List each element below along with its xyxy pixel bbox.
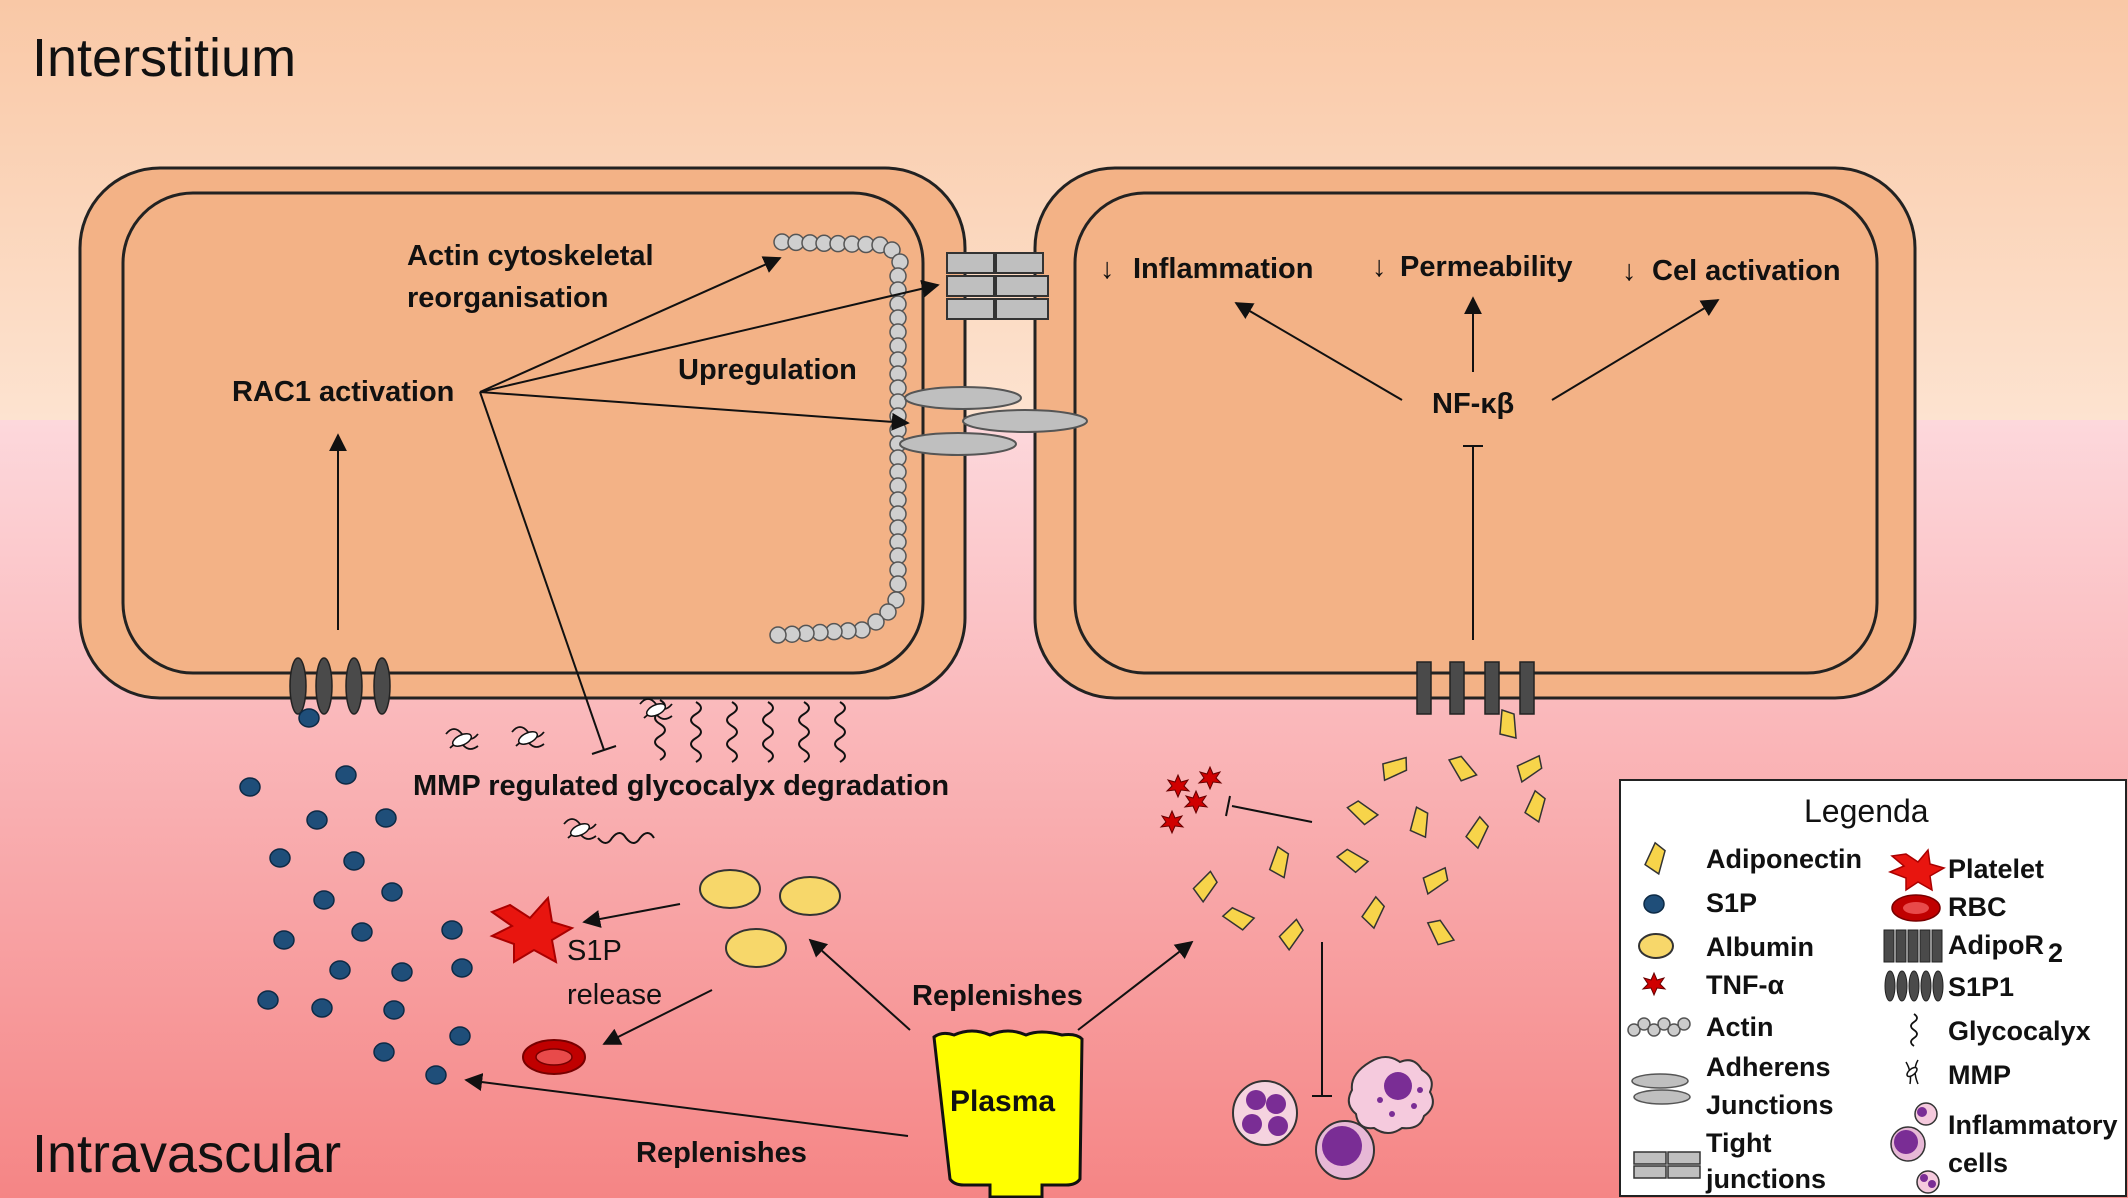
legend-glycocalyx-icon	[1910, 1013, 1918, 1047]
down-arrow-activation: ↓	[1622, 255, 1637, 287]
legend-s1p: S1P	[1706, 888, 1757, 918]
inflammatory-cells	[1232, 1056, 1434, 1180]
inflammation-label: Inflammation	[1133, 253, 1313, 285]
legend-adipor-subscript: 2	[2048, 938, 2063, 968]
legend-adiponectin: Adiponectin	[1706, 844, 1862, 874]
upregulation-label: Upregulation	[678, 354, 857, 386]
permeability-label: Permeability	[1400, 251, 1572, 283]
nfkb-label: NF-κβ	[1432, 388, 1514, 420]
actin-bead	[887, 591, 905, 609]
rac1-label: RAC1 activation	[232, 376, 454, 408]
legend-mmp-icon	[1905, 1059, 1919, 1085]
adherens-junction	[899, 386, 1088, 456]
actin-bead	[889, 575, 907, 593]
replenishes-top-label: Replenishes	[912, 980, 1083, 1012]
down-arrow-permeability: ↓	[1372, 251, 1387, 283]
actin-bead	[879, 603, 897, 621]
legend-mmp: MMP	[1948, 1060, 2011, 1090]
actin-label-line2: reorganisation	[407, 282, 608, 314]
legend-albumin-icon	[1638, 933, 1674, 959]
legend-rbc: RBC	[1948, 892, 2007, 922]
legend-adipor2-icon	[1883, 929, 1943, 963]
legend-glycocalyx: Glycocalyx	[1948, 1016, 2091, 1046]
legend-tight-junctions: junctions	[1705, 1164, 1826, 1194]
actin-label-line1: Actin cytoskeletal	[407, 240, 654, 272]
legend-s1p-icon	[1643, 894, 1665, 914]
plasma-label: Plasma	[950, 1085, 1055, 1118]
legend-actin-icon	[1627, 1017, 1691, 1037]
mmp-label: MMP regulated glycocalyx degradation	[413, 770, 949, 802]
legend-adipor: AdipoR	[1948, 930, 2044, 960]
down-arrow-inflammation: ↓	[1100, 253, 1115, 285]
actin-bead	[867, 613, 885, 631]
interstitium-label: Interstitium	[32, 28, 296, 88]
left-endothelial-cell	[78, 166, 967, 700]
legend-tight-junction-icon	[1633, 1151, 1701, 1179]
albumin-molecules	[699, 869, 841, 968]
legend-s1p1-icon	[1884, 970, 1944, 1002]
legend-title: Legenda	[1804, 793, 1929, 829]
s1p-bound	[298, 708, 320, 728]
adiponectin-bound	[1499, 709, 1517, 739]
legend-tnf: TNF-α	[1706, 970, 1784, 1000]
actin-bead	[883, 241, 901, 259]
replenishes-bottom-label: Replenishes	[636, 1137, 807, 1169]
legend-s1p1: S1P1	[1948, 972, 2014, 1002]
intravascular-arrows-left	[464, 903, 1194, 1137]
legend-actin: Actin	[1706, 1012, 1774, 1042]
legend-inflammatory-icon	[1890, 1102, 1940, 1194]
legend: Legenda Adiponectin S1P Albumin TNF-α Ac…	[1619, 779, 2127, 1197]
intravascular-label: Intravascular	[32, 1124, 341, 1184]
legend-platelet-icon	[1887, 848, 1946, 892]
legend-rbc-icon	[1891, 894, 1941, 922]
s1p-release-line2: release	[567, 979, 662, 1011]
rbc	[522, 1039, 586, 1075]
actin-filament	[769, 233, 909, 644]
legend-junctions: Junctions	[1706, 1090, 1834, 1120]
left-cell-arrows	[329, 256, 940, 755]
platelet	[489, 895, 575, 964]
legend-albumin: Albumin	[1706, 932, 1814, 962]
right-cell-arrows	[1234, 296, 1720, 640]
legend-adherens: Adherens	[1706, 1052, 1831, 1082]
right-endothelial-cell	[1033, 166, 1917, 700]
adiponectin-inhibition-lines	[1225, 795, 1332, 1097]
legend-platelet: Platelet	[1948, 854, 2044, 884]
legend-cells: cells	[1948, 1148, 2008, 1178]
degraded-glycocalyx	[597, 832, 655, 844]
legend-adherens-icon	[1631, 1073, 1691, 1105]
legend-tight: Tight	[1706, 1128, 1771, 1158]
tight-junction	[946, 252, 1049, 320]
cel-activation-label: Cel activation	[1652, 255, 1841, 287]
plasma-bag	[932, 1029, 1084, 1198]
legend-inflammatory: Inflammatory	[1948, 1110, 2118, 1140]
s1p-release-line1: S1P	[567, 935, 622, 967]
actin-bead	[769, 626, 787, 644]
